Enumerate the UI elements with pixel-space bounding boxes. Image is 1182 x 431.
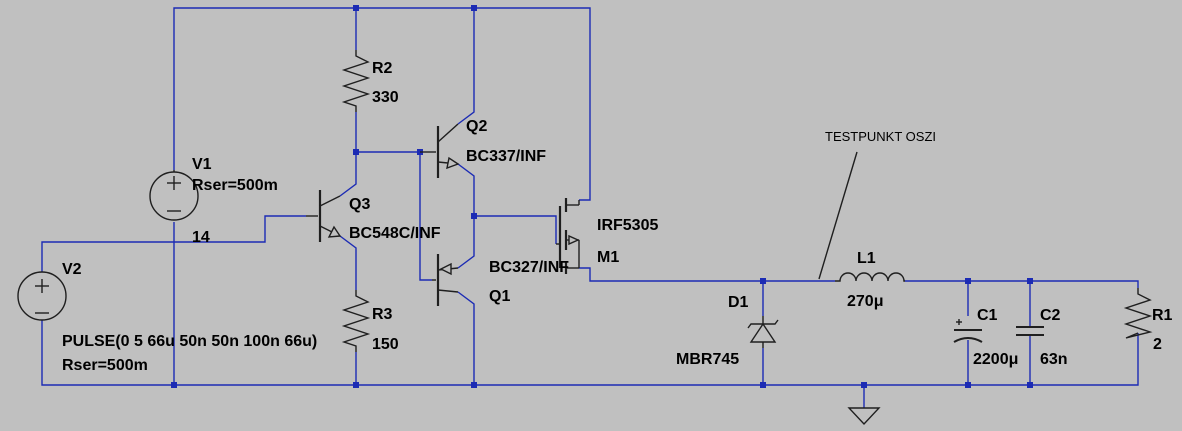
r2-ref: R2: [372, 60, 393, 77]
junction: [1027, 382, 1033, 388]
junction: [471, 213, 477, 219]
q2-model: BC337/INF: [466, 148, 546, 165]
transistor-q3[interactable]: [306, 190, 342, 242]
junction: [1027, 278, 1033, 284]
junction: [171, 382, 177, 388]
q3-ref: Q3: [349, 196, 370, 213]
v1-ref: V1: [192, 156, 212, 173]
junction: [760, 278, 766, 284]
resistor-r3[interactable]: [341, 290, 371, 352]
transistor-q1[interactable]: [432, 254, 459, 306]
r2-value: 330: [372, 89, 399, 106]
q3-model: BC548C/INF: [349, 225, 441, 242]
mosfet-m1[interactable]: [556, 198, 580, 274]
junction: [353, 382, 359, 388]
ground-icon: [847, 407, 881, 426]
junctions: [171, 5, 1033, 388]
wire-bases[interactable]: [419, 152, 432, 281]
m1-model: IRF5305: [597, 217, 658, 234]
wire-gate[interactable]: [474, 215, 557, 244]
inductor-l1[interactable]: [835, 272, 905, 282]
wire-drive[interactable]: [41, 215, 306, 272]
l1-value: 270μ: [847, 293, 883, 310]
resistor-r1[interactable]: [1123, 288, 1153, 339]
wire-q2-collector[interactable]: [457, 8, 475, 125]
junction: [471, 5, 477, 11]
v1-value: 14: [192, 229, 210, 246]
wire-ground-rail[interactable]: [173, 222, 1139, 386]
wire-switch-node[interactable]: [579, 267, 835, 282]
q2-ref: Q2: [466, 118, 487, 135]
testpoint-label: TESTPUNKT OSZI: [825, 129, 936, 144]
r3-value: 150: [372, 336, 399, 353]
r3-ref: R3: [372, 306, 393, 323]
junction: [471, 382, 477, 388]
capacitor-c2[interactable]: [1016, 326, 1044, 336]
junction: [760, 382, 766, 388]
v2-param: Rser=500m: [62, 357, 148, 374]
capacitor-c1[interactable]: [953, 319, 983, 343]
r1-ref: R1: [1152, 307, 1173, 324]
r1-value: 2: [1153, 336, 1162, 353]
d1-ref: D1: [728, 294, 749, 311]
junction: [861, 382, 867, 388]
l1-ref: L1: [857, 250, 876, 267]
junction: [353, 5, 359, 11]
wire-v2-bottom[interactable]: [41, 320, 174, 386]
wire-q3-collector[interactable]: [339, 151, 420, 197]
wire-output[interactable]: [905, 280, 1139, 288]
testpoint-pointer: [818, 151, 858, 280]
d1-model: MBR745: [676, 351, 739, 368]
wire-supply-top[interactable]: [173, 7, 591, 201]
junction: [353, 149, 359, 155]
c2-ref: C2: [1040, 307, 1061, 324]
voltage-source-v1[interactable]: [149, 170, 199, 221]
transistor-q2[interactable]: [420, 123, 460, 178]
junction: [965, 382, 971, 388]
c1-ref: C1: [977, 307, 998, 324]
junction: [965, 278, 971, 284]
c1-value: 2200μ: [973, 351, 1018, 368]
v1-param: Rser=500m: [192, 177, 278, 194]
wire-q1-collector[interactable]: [457, 291, 475, 385]
c2-value: 63n: [1040, 351, 1068, 368]
v2-ref: V2: [62, 261, 82, 278]
q1-model: BC327/INF: [489, 259, 569, 276]
voltage-source-v2[interactable]: [17, 271, 67, 321]
q1-ref: Q1: [489, 288, 510, 305]
resistor-r2[interactable]: [341, 50, 371, 112]
v2-value: PULSE(0 5 66u 50n 50n 100n 66u): [62, 333, 317, 350]
diode-d1[interactable]: [747, 316, 779, 348]
m1-ref: M1: [597, 249, 619, 266]
wire-q3-emitter[interactable]: [339, 235, 357, 290]
